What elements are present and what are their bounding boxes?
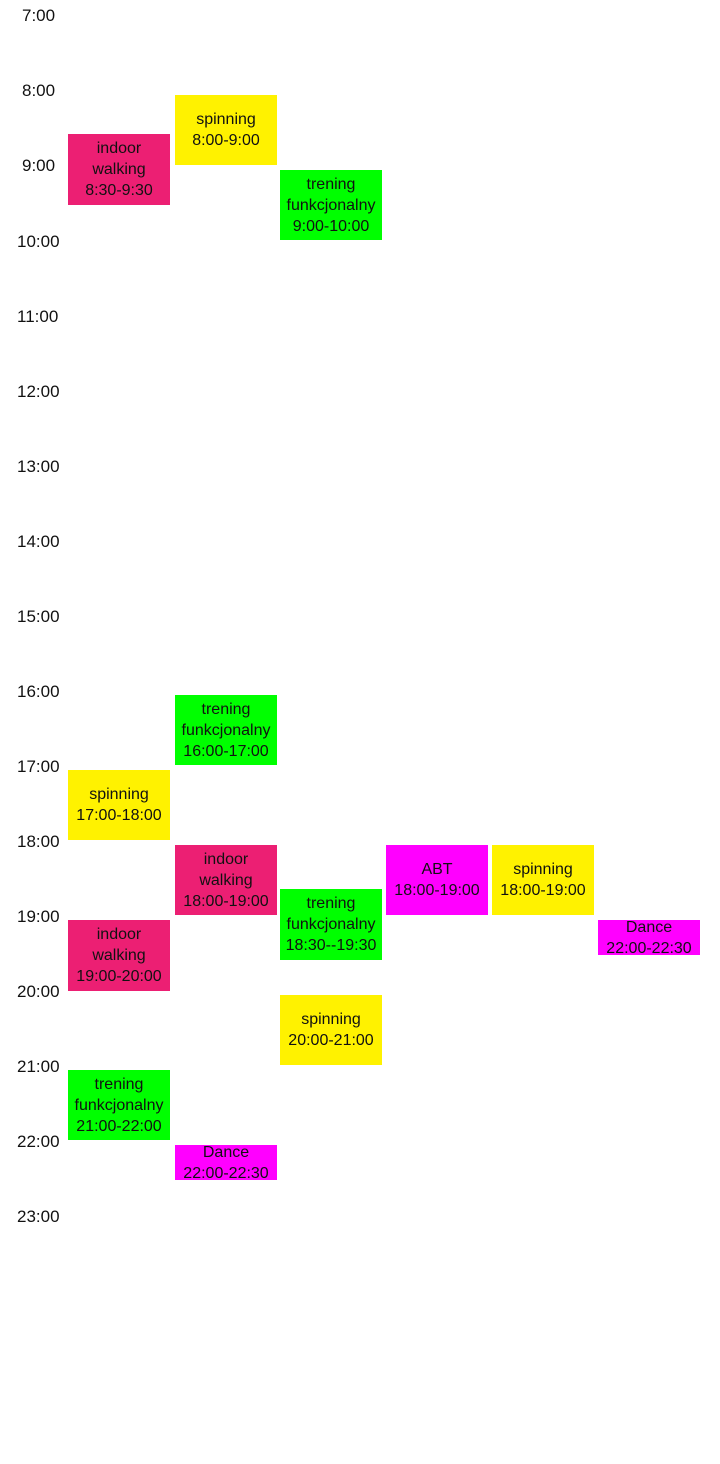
time-label-23: 23:00 [17, 1207, 60, 1226]
time-label-20: 20:00 [17, 982, 60, 1001]
event-time: 9:00-10:00 [292, 217, 370, 235]
event-time: 16:00-17:00 [183, 742, 269, 760]
event-title: Dance [625, 920, 673, 936]
event-title: walking [92, 161, 146, 178]
event-title: trening [306, 895, 356, 912]
event-time: 22:00-22:30 [606, 939, 692, 956]
event-title: funkcjonalny [286, 196, 376, 214]
event-trening-funkcjonalny-1600[interactable]: trening funkcjonalny 16:00-17:00 [175, 695, 277, 765]
event-title: ABT [421, 861, 453, 878]
time-label-12: 12:00 [17, 382, 60, 401]
event-time: 19:00-20:00 [76, 968, 162, 985]
time-label-7: 7:00 [22, 6, 56, 25]
event-spinning-0800[interactable]: spinning 8:00-9:00 [175, 95, 277, 165]
event-title: funkcjonalny [181, 721, 271, 739]
event-indoor-walking-0830[interactable]: indoor walking 8:30-9:30 [68, 134, 170, 205]
event-time: 18:00-19:00 [500, 882, 586, 899]
event-title: indoor [96, 926, 142, 943]
event-time: 18:00-19:00 [183, 892, 269, 910]
event-trening-funkcjonalny-1830[interactable]: trening funkcjonalny 18:30--19:30 [280, 889, 382, 960]
time-label-16: 16:00 [17, 682, 60, 701]
event-title: trening [201, 700, 251, 718]
event-trening-funkcjonalny-2100[interactable]: trening funkcjonalny 21:00-22:00 [68, 1070, 170, 1140]
event-dance-right[interactable]: Dance 22:00-22:30 [598, 920, 700, 955]
time-label-14: 14:00 [17, 532, 60, 551]
event-trening-funkcjonalny-0900[interactable]: trening funkcjonalny 9:00-10:00 [280, 170, 382, 240]
time-label-10: 10:00 [17, 232, 60, 251]
event-title: trening [94, 1075, 144, 1093]
time-label-15: 15:00 [17, 607, 60, 626]
event-title: trening [306, 175, 356, 193]
event-title: funkcjonalny [286, 916, 376, 933]
time-label-17: 17:00 [17, 757, 60, 776]
event-spinning-1800[interactable]: spinning 18:00-19:00 [492, 845, 594, 915]
event-time: 8:00-9:00 [192, 132, 260, 149]
time-label-9: 9:00 [22, 156, 56, 175]
event-abt-1800[interactable]: ABT 18:00-19:00 [386, 845, 488, 915]
event-title: indoor [203, 850, 249, 868]
time-label-13: 13:00 [17, 457, 60, 476]
event-title: walking [199, 871, 253, 889]
event-dance-2200[interactable]: Dance 22:00-22:30 [175, 1145, 277, 1180]
event-title: walking [92, 947, 146, 964]
event-title: indoor [96, 140, 142, 157]
event-title: funkcjonalny [74, 1096, 164, 1114]
time-label-19: 19:00 [17, 907, 60, 926]
event-indoor-walking-1900[interactable]: indoor walking 19:00-20:00 [68, 920, 170, 991]
event-spinning-1700[interactable]: spinning 17:00-18:00 [68, 770, 170, 840]
event-time: 18:30--19:30 [285, 937, 377, 954]
event-time: 22:00-22:30 [183, 1164, 269, 1181]
event-title: spinning [513, 861, 573, 878]
time-label-22: 22:00 [17, 1132, 60, 1151]
event-title: spinning [301, 1011, 361, 1028]
event-title: spinning [196, 111, 256, 128]
time-label-21: 21:00 [17, 1057, 60, 1076]
event-time: 8:30-9:30 [85, 182, 153, 199]
event-time: 17:00-18:00 [76, 807, 162, 824]
event-time: 18:00-19:00 [394, 882, 480, 899]
event-title: spinning [89, 786, 149, 803]
time-label-8: 8:00 [22, 81, 56, 100]
event-indoor-walking-1800[interactable]: indoor walking 18:00-19:00 [175, 845, 277, 915]
event-time: 21:00-22:00 [76, 1117, 162, 1135]
event-time: 20:00-21:00 [288, 1032, 374, 1049]
time-label-11: 11:00 [17, 307, 59, 326]
event-spinning-2000[interactable]: spinning 20:00-21:00 [280, 995, 382, 1065]
event-title: Dance [202, 1145, 250, 1161]
time-label-18: 18:00 [17, 832, 60, 851]
